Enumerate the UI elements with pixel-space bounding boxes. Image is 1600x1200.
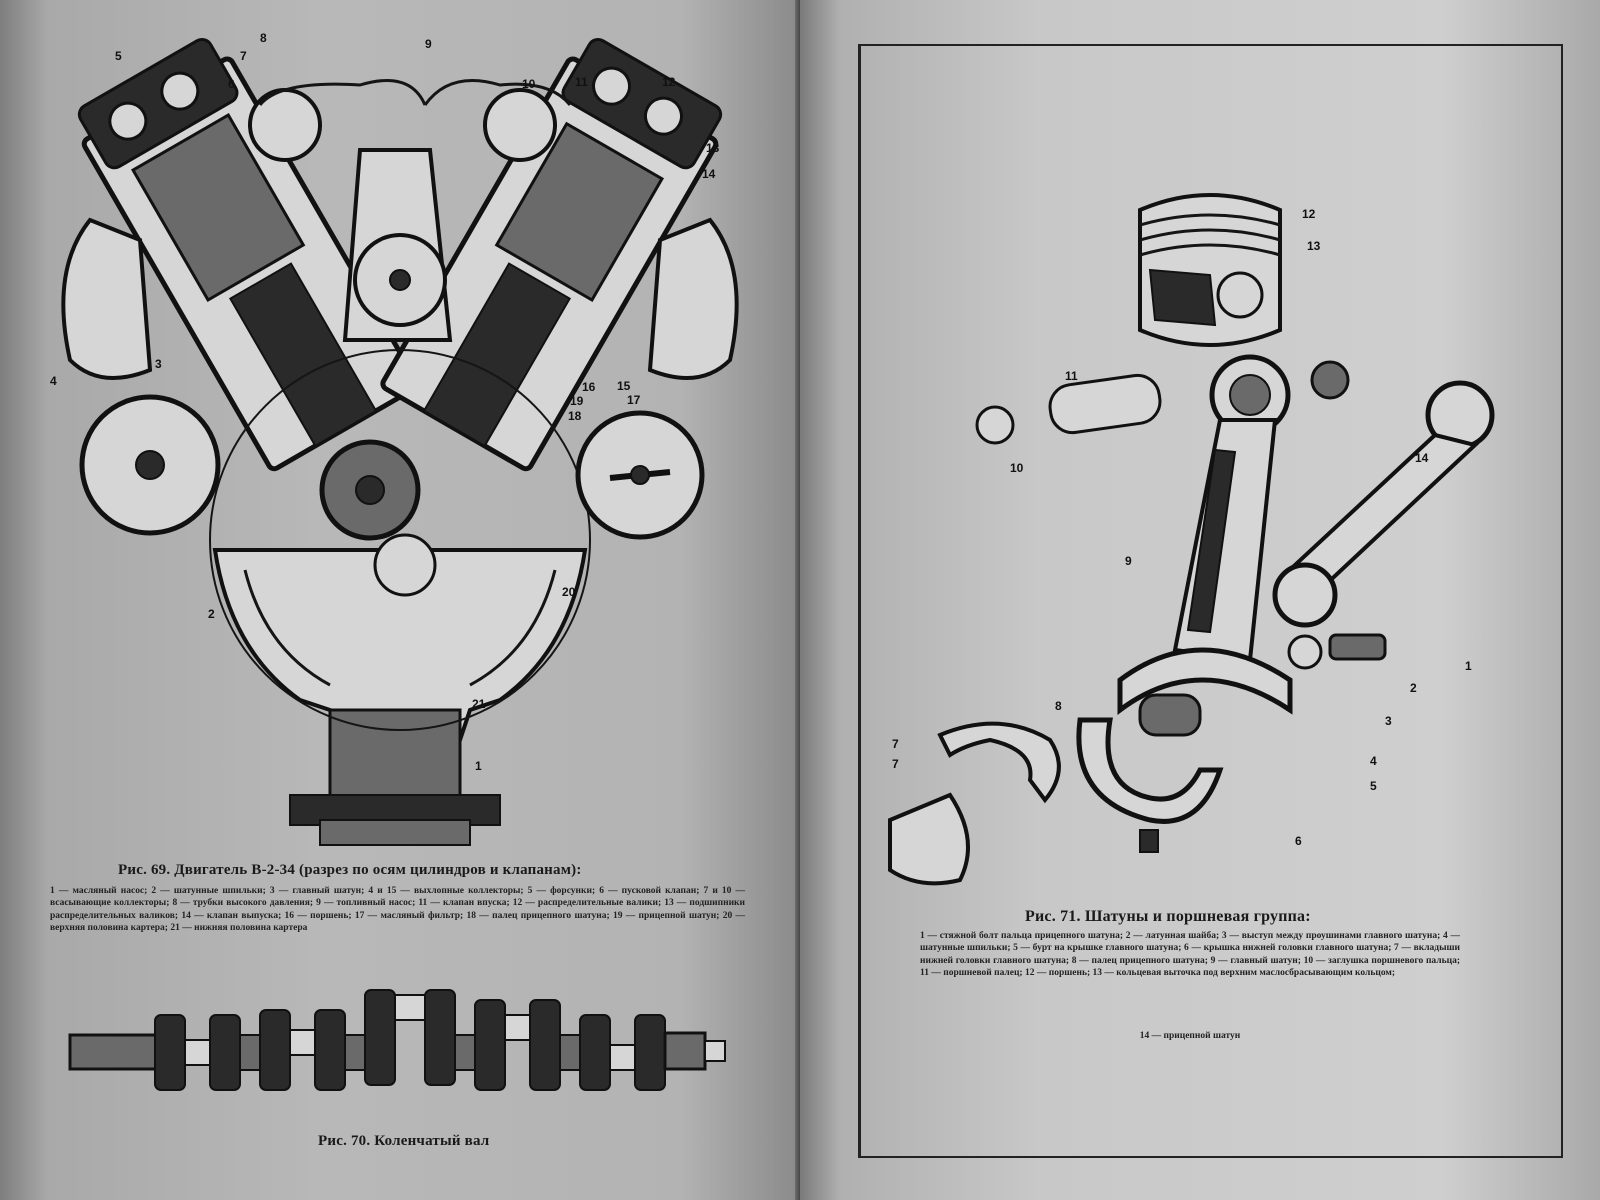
svg-text:19: 19: [570, 394, 584, 408]
svg-text:3: 3: [155, 357, 162, 371]
svg-text:4: 4: [50, 374, 57, 388]
svg-text:5: 5: [115, 49, 122, 63]
svg-text:9: 9: [425, 37, 432, 51]
figure-71-legend: 1 — стяжной болт пальца прицепного шатун…: [920, 931, 1460, 979]
svg-text:5: 5: [1370, 779, 1377, 793]
right-page: 12 13 11 10 14 9 1 2 3 8 4 5 6 7 7 Рис. …: [800, 0, 1600, 1200]
piston: [1138, 193, 1282, 347]
svg-text:12: 12: [662, 75, 676, 89]
svg-text:9: 9: [1125, 554, 1132, 568]
svg-text:1: 1: [1465, 659, 1472, 673]
svg-text:2: 2: [208, 607, 215, 621]
svg-text:7: 7: [892, 757, 899, 771]
figure-69-title: Рис. 69. Двигатель В-2-34 (разрез по ося…: [118, 862, 582, 878]
svg-text:12: 12: [1302, 207, 1316, 221]
svg-text:6: 6: [228, 77, 235, 91]
svg-text:13: 13: [706, 141, 720, 155]
svg-text:8: 8: [1055, 699, 1062, 713]
svg-text:4: 4: [1370, 754, 1377, 768]
svg-text:21: 21: [472, 697, 486, 711]
svg-text:18: 18: [568, 409, 582, 423]
svg-text:10: 10: [1010, 461, 1024, 475]
figure-71-legend-last: 14 — прицепной шатун: [1139, 1031, 1241, 1041]
svg-text:2: 2: [1410, 681, 1417, 695]
svg-text:20: 20: [562, 585, 576, 599]
svg-text:1: 1: [475, 759, 482, 773]
callout-numbers: 5 7 8 6 9 10 11 12 13 14 3 4 15 17 16 19…: [50, 31, 720, 773]
svg-text:6: 6: [1295, 834, 1302, 848]
svg-text:13: 13: [1307, 239, 1321, 253]
svg-text:8: 8: [260, 31, 267, 45]
svg-text:7: 7: [240, 49, 247, 63]
main-connecting-rod: [1117, 354, 1293, 715]
figure-70-title: Рис. 70. Коленчатый вал: [318, 1133, 490, 1149]
crankshaft-drawing: [68, 989, 726, 1091]
svg-text:3: 3: [1385, 714, 1392, 728]
figure-71-title: Рис. 71. Шатуны и поршневая группа:: [1025, 908, 1311, 925]
svg-text:14: 14: [702, 167, 716, 181]
figure-69-legend: 1 — масляный насос; 2 — шатунные шпильки…: [50, 886, 745, 934]
svg-text:16: 16: [582, 380, 596, 394]
svg-text:11: 11: [1065, 369, 1078, 383]
svg-text:14: 14: [1415, 451, 1429, 465]
callout-numbers-right: 12 13 11 10 14 9 1 2 3 8 4 5 6 7 7: [892, 207, 1472, 848]
connecting-rods-drawing: 12 13 11 10 14 9 1 2 3 8 4 5 6 7 7: [888, 193, 1495, 886]
svg-text:15: 15: [617, 379, 631, 393]
svg-text:11: 11: [575, 75, 588, 89]
svg-text:7: 7: [892, 737, 899, 751]
page-frame: [858, 44, 1563, 1158]
engine-outline: [61, 37, 739, 846]
engine-cross-section-drawing: 5 7 8 6 9 10 11 12 13 14 3 4 15 17 16 19…: [50, 31, 739, 846]
svg-text:17: 17: [627, 393, 641, 407]
articulated-rod: [1272, 380, 1495, 628]
svg-text:10: 10: [522, 77, 536, 91]
left-page: 5 7 8 6 9 10 11 12 13 14 3 4 15 17 16 19…: [0, 0, 800, 1200]
